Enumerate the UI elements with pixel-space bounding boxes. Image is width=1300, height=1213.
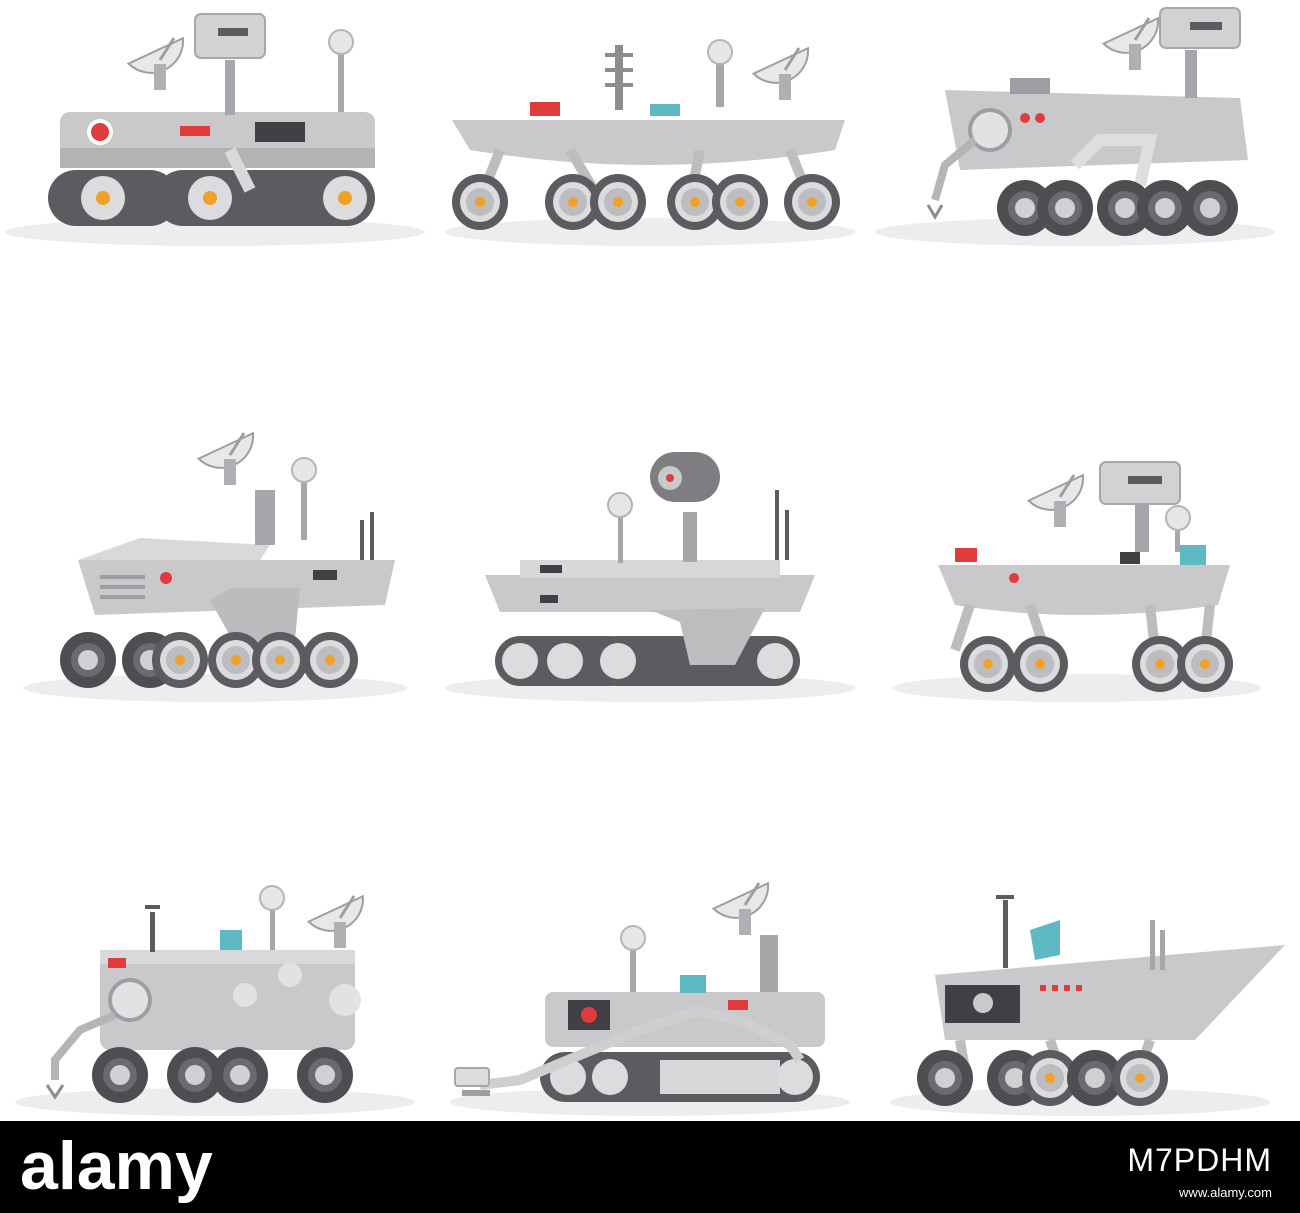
rover-rocker-bogie [892, 461, 1262, 702]
rover-with-claw-arm [875, 7, 1275, 246]
stock-footer-bar: alamy M7PDHM www.alamy.com [0, 1121, 1300, 1213]
image-id: M7PDHM [1127, 1142, 1272, 1178]
rover-tracked-with-dish [5, 13, 425, 246]
rover-six-wheel-with-masts [445, 39, 855, 246]
alamy-logo: alamy [20, 1127, 280, 1207]
rover-armored-tracked [23, 431, 407, 702]
rover-with-solar-fin [890, 895, 1285, 1116]
rover-box-with-claw [15, 885, 415, 1116]
alamy-logo-text: alamy [20, 1128, 213, 1204]
stock-url: www.alamy.com [1179, 1185, 1272, 1200]
rover-tracked-with-camera-mast [445, 452, 855, 702]
rover-tracked-with-drill-arm [450, 881, 850, 1116]
image-id-block: M7PDHM [1127, 1143, 1272, 1177]
rover-illustration-grid [5, 7, 1285, 1116]
